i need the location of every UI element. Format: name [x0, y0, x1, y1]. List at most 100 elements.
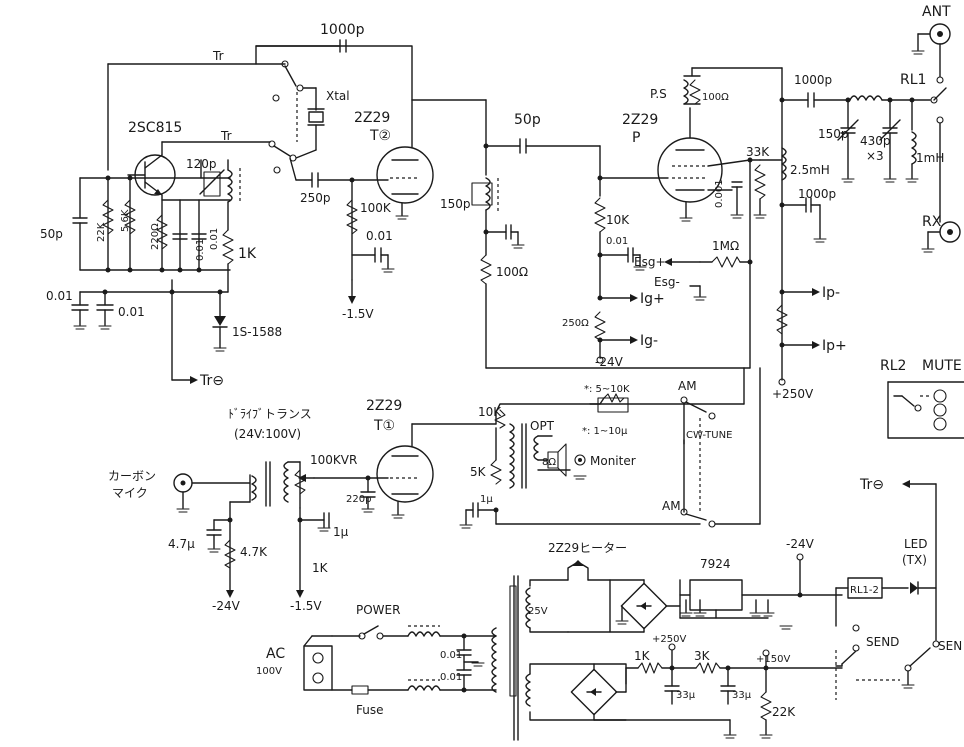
interstage-section: 50p 150p 100Ω: [440, 112, 751, 369]
c50p-mid-label: 50p: [514, 112, 541, 128]
fuse-label: Fuse: [356, 703, 384, 717]
led-label: LED: [904, 537, 928, 551]
minus24a-label: -24V: [595, 355, 624, 369]
v2-name-label: 2Z29: [354, 110, 390, 126]
c001e-label: 0.01: [366, 229, 393, 243]
pa-name-label: 2Z29: [622, 112, 658, 128]
rl12-label: RL1-2: [850, 585, 879, 596]
v2-tag-label: T②: [369, 128, 391, 144]
opt-label: OPT: [530, 419, 555, 433]
spk-label: 8Ω: [542, 457, 556, 468]
r1k-a-label: 1K: [238, 246, 257, 262]
modtrans-b-label: (24V:100V): [234, 427, 301, 441]
tr-minus-a-label: Tr⊖: [199, 373, 224, 389]
mic-b-label: マイク: [112, 486, 148, 500]
r10k-a-label: 10K: [606, 213, 630, 227]
modulator-section: ﾄﾞﾗｲﾌﾞトランス (24V:100V) 100KVR カーボン マイク 4.…: [108, 367, 761, 613]
c220p-label: 220p: [346, 494, 371, 505]
r56k-label: 5.6K: [120, 209, 131, 232]
am-b-label: AM: [662, 499, 681, 513]
c430p-label: 430p: [860, 134, 891, 148]
c1000p-c-label: 1000p: [798, 187, 836, 201]
ip-plus-label: Ip+: [822, 338, 847, 354]
c1u-b-label: 1μ: [480, 494, 493, 505]
c33u-a-label: 33μ: [676, 690, 696, 701]
b150-label: +150V: [756, 654, 790, 665]
c001h-label: 0.01: [440, 672, 462, 683]
c120p-label: 120p: [186, 157, 217, 171]
c1u-a-label: 1μ: [333, 525, 349, 539]
r100k-g-label: 100K: [360, 201, 392, 215]
c47u-label: 4.7μ: [168, 537, 195, 551]
minus15b-label: -1.5V: [290, 599, 322, 613]
r33k-a-label: 33K: [746, 145, 770, 159]
r1k-c-label: 1K: [634, 649, 651, 663]
v1-name-label: 2Z29: [366, 398, 402, 414]
power-supply-section: 2Z29ヒーター 7924 25V +250V RL1-2 SEND SEN 1…: [256, 477, 962, 741]
antenna-section: 150p 430p ×3 1mH RL1 ANT RX: [818, 4, 961, 253]
mic-a-label: カーボン: [108, 469, 156, 483]
ac100-label: 100V: [256, 666, 282, 677]
send-a-label: SEND: [866, 635, 899, 649]
x3-label: ×3: [866, 149, 884, 163]
ig-plus-label: Ig+: [640, 291, 665, 307]
am-a-label: AM: [678, 379, 697, 393]
c50p-left-label: 50p: [40, 227, 63, 241]
c001c-label: 0.01: [46, 289, 73, 303]
c-var-label: *: 1~10μ: [582, 426, 628, 437]
mute-relay: RL2 MUTE: [880, 358, 964, 439]
cw-tune-label: CW-TUNE: [686, 430, 732, 441]
power-label: POWER: [356, 603, 400, 617]
c150p-a-label: 150p: [440, 197, 471, 211]
r100-ps-label: 100Ω: [702, 92, 729, 103]
c001f-label: 0.01: [606, 236, 628, 247]
v25-label: 25V: [528, 606, 548, 617]
rx-label: RX: [922, 214, 942, 230]
c1000p-top-label: 1000p: [320, 22, 365, 38]
r1m-label: 1MΩ: [712, 239, 739, 253]
rl1-label: RL1: [900, 72, 926, 88]
c33u-b-label: 33μ: [732, 690, 752, 701]
diode-label: 1S-1588: [232, 325, 282, 339]
r22k-b-label: 22K: [772, 705, 796, 719]
modtrans-a-label: ﾄﾞﾗｲﾌﾞトランス: [228, 407, 312, 421]
r10k-b-label: 10K: [478, 405, 502, 419]
esg-minus-label: Esg-: [654, 275, 680, 289]
v1-tag-label: T①: [373, 418, 395, 434]
heater-label: 2Z29ヒーター: [548, 541, 627, 555]
ant-label: ANT: [922, 4, 951, 20]
r47k-label: 4.7K: [240, 545, 268, 559]
r100a-label: 100Ω: [496, 265, 528, 279]
transistor-label: 2SC815: [128, 120, 182, 136]
esg-plus-label: Esg+: [634, 255, 666, 269]
ac-label: AC: [266, 646, 285, 662]
r22k-label: 22K: [96, 222, 107, 242]
rl2-label: RL2: [880, 358, 906, 374]
ip-minus-label: Ip-: [822, 285, 840, 301]
oscillator-section: Tr Tr 1000p Xtal 2SC815 120p 50p 22K 5.6…: [40, 22, 413, 389]
tx-label: (TX): [902, 553, 927, 567]
l1mh-label: 1mH: [916, 151, 944, 165]
c001g-label: 0.01: [440, 650, 462, 661]
tr2-label: Tr: [220, 129, 232, 143]
ig-minus-label: Ig-: [640, 333, 658, 349]
c001d-label: 0.01: [118, 305, 145, 319]
xtal-label: Xtal: [326, 89, 350, 103]
r-var-label: *: 5~10K: [584, 384, 630, 395]
pa-p-label: P: [632, 130, 640, 146]
reg7924-label: 7924: [700, 557, 731, 571]
b250-b-label: +250V: [652, 634, 686, 645]
r5k-label: 5K: [470, 465, 487, 479]
r220-label: 220Ω: [150, 223, 161, 250]
c001a-label: 0.01: [195, 239, 206, 261]
c0001-label: 0.001: [714, 179, 725, 208]
r1k-b-label: 1K: [312, 561, 329, 575]
c1000p-b-label: 1000p: [794, 73, 832, 87]
rfc25-label: 2.5mH: [790, 163, 830, 177]
r250-label: 250Ω: [562, 318, 589, 329]
r3k-label: 3K: [694, 649, 711, 663]
pa-section: 10K 0.01 250Ω Ig+ Ig- -24V Esg+ Esg- 1MΩ…: [562, 67, 851, 401]
vr100k-label: 100KVR: [310, 453, 357, 467]
minus24c-label: -24V: [786, 537, 815, 551]
